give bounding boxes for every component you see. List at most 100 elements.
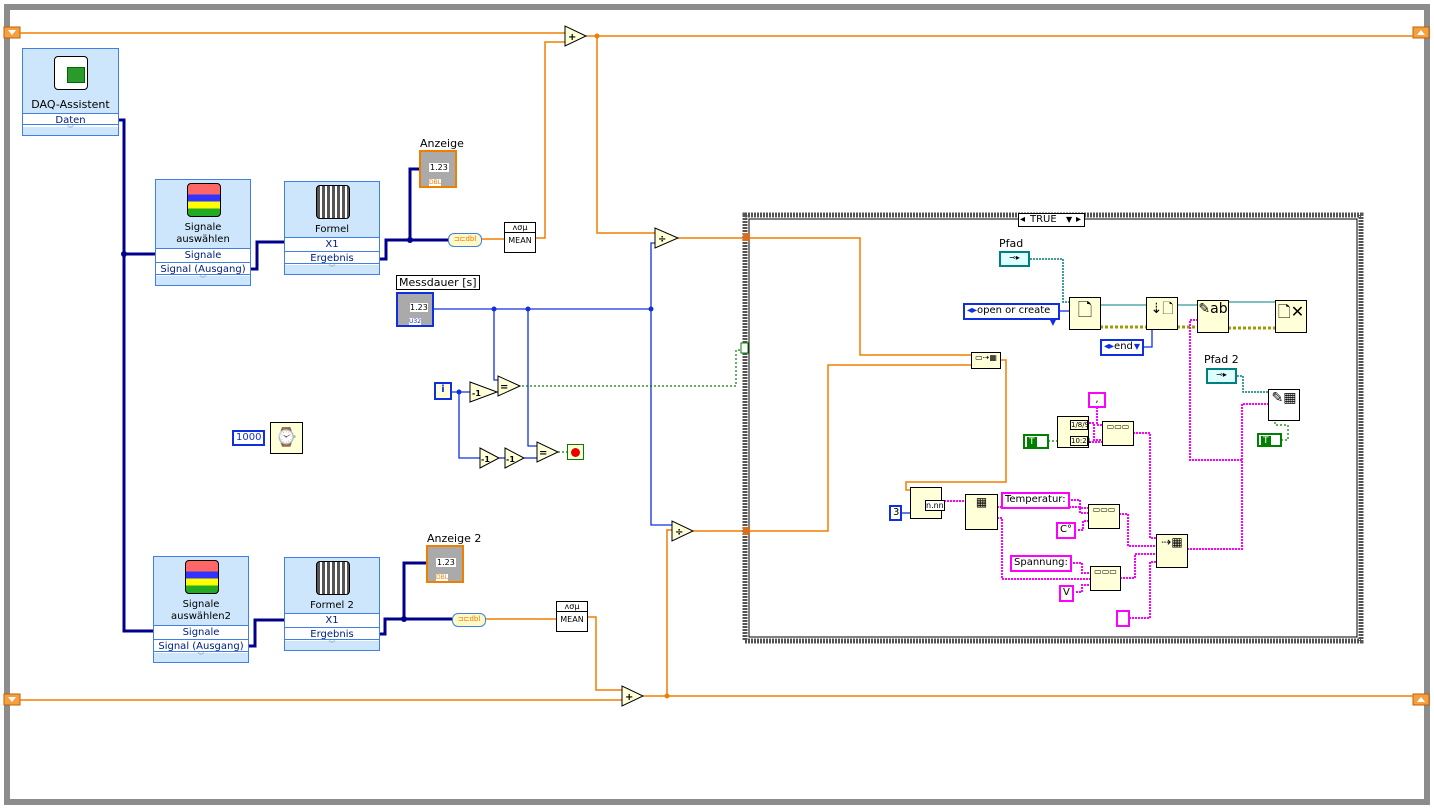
build-array-icon: ▭⇢▦ <box>975 353 997 362</box>
index-array-node[interactable]: ▦ <box>965 494 998 530</box>
case-next-arrow[interactable]: ▸ <box>1076 214 1082 225</box>
number-to-fractional-string-node[interactable]: n.nn <box>910 487 945 519</box>
shift-register-bottom-left[interactable] <box>3 693 21 706</box>
anzeige-2-indicator[interactable]: 1.23 DBL <box>426 545 464 583</box>
pfad-label: Pfad <box>999 237 1024 250</box>
volt-unit-constant[interactable]: V <box>1059 585 1074 602</box>
shift-register-top-left[interactable] <box>3 26 21 39</box>
build-array-node-1[interactable]: ▭⇢▦ <box>971 352 1001 369</box>
empty-string-constant[interactable] <box>1116 610 1130 627</box>
select-signals-icon <box>187 183 221 217</box>
select-signals-icon <box>185 560 219 594</box>
wait-ms-constant[interactable]: 1000 <box>232 430 266 446</box>
write-text-file-node[interactable]: ✎ab <box>1197 300 1229 333</box>
iteration-terminal: i <box>434 382 452 400</box>
add-node-top <box>564 25 588 47</box>
expand-chevron-icon[interactable]: ︾ <box>23 124 118 135</box>
daq-output-daten[interactable]: Daten <box>23 113 118 127</box>
spannung-constant[interactable]: Spannung: <box>1010 555 1072 572</box>
formula-2-output-ergebnis[interactable]: Ergebnis <box>285 627 379 641</box>
open-mode-constant[interactable]: ◂▸open or create▼ <box>963 303 1060 327</box>
time-format: 10:21 <box>1070 436 1092 446</box>
convert-from-dynamic-2-icon[interactable]: ⊐⊏dbl <box>452 613 486 627</box>
chevron-down-icon[interactable]: ▼ <box>1066 215 1073 224</box>
case-selector[interactable]: ◂ TRUE ▼ ▸ <box>1018 213 1085 227</box>
formula-2-input-x1[interactable]: X1 <box>285 613 379 627</box>
stop-terminal[interactable] <box>567 444 584 460</box>
true-constant-2[interactable]: T <box>1257 433 1282 447</box>
set-file-position-node[interactable]: ⇣🗋 <box>1146 297 1178 330</box>
close-file-node[interactable]: 🗋✕ <box>1275 300 1307 333</box>
open-create-file-node[interactable]: 🗋 <box>1069 297 1101 330</box>
primitive-symbols: + + ÷ ÷ -1 = -1 -1 = <box>472 32 683 703</box>
date-format: 1/8/9 <box>1070 420 1090 430</box>
svg-text:-1: -1 <box>506 455 515 464</box>
position-value: end <box>1114 341 1133 352</box>
write-file-icon: ✎ab <box>1198 301 1228 317</box>
case-structure[interactable] <box>740 212 1364 644</box>
true-value: T <box>1027 437 1037 447</box>
decrement-node-1 <box>469 381 499 403</box>
case-selector-terminal <box>740 342 749 354</box>
precision-constant[interactable]: 3 <box>889 505 902 521</box>
select-signals-2-input[interactable]: Signale <box>154 625 248 639</box>
mean-2-node[interactable]: ᴧσμ MEAN <box>556 601 588 632</box>
concatenate-strings-node-3[interactable]: ▭▭▭ <box>1090 566 1121 591</box>
stop-icon <box>571 448 580 457</box>
path-icon: ⊸▸ <box>1216 370 1227 379</box>
true-value: T <box>1261 436 1271 446</box>
date-time-string-node[interactable]: 1/8/9 10:21 <box>1057 416 1092 448</box>
daq-title: DAQ-Assistent <box>31 98 110 111</box>
expand-chevron-icon[interactable]: ︾ <box>285 263 379 274</box>
select-signals-output[interactable]: Signal (Ausgang) <box>156 262 250 276</box>
formula-title: Formel <box>314 224 350 235</box>
shift-register-bottom-right[interactable] <box>1412 693 1430 706</box>
select-signals-2-title-2: auswählen2 <box>171 611 231 622</box>
select-signals-2-node[interactable]: Signale auswählen2 Signale Signal (Ausga… <box>153 556 249 663</box>
while-loop-frame[interactable] <box>4 4 1430 805</box>
expand-chevron-icon[interactable]: ︾ <box>156 274 250 285</box>
case-prev-arrow[interactable]: ◂ <box>1020 214 1026 225</box>
formula-input-x1[interactable]: X1 <box>285 237 379 251</box>
refnum-wires <box>1100 301 1275 306</box>
expand-chevron-icon[interactable]: ︾ <box>285 639 379 650</box>
pfad-2-control[interactable]: ⊸▸ <box>1206 368 1237 384</box>
position-mode-constant[interactable]: ◂▸end▼ <box>1100 339 1144 356</box>
anzeige-indicator[interactable]: 1.23 DBL <box>419 150 457 188</box>
spreadsheet-icon: ✎▦ <box>1271 390 1297 406</box>
write-spreadsheet-node[interactable]: ✎▦ <box>1268 389 1300 421</box>
new-file-icon: 🗋 <box>1077 300 1093 321</box>
true-constant-1[interactable]: T <box>1023 434 1049 449</box>
formula-node[interactable]: Formel X1 Ergebnis ︾ <box>284 181 380 275</box>
temperatur-constant[interactable]: Temperatur: <box>1001 492 1070 509</box>
formula-output-ergebnis[interactable]: Ergebnis <box>285 251 379 265</box>
select-signals-input[interactable]: Signale <box>156 248 250 262</box>
stopwatch-icon: ⌚ <box>275 427 298 448</box>
shift-register-top-right[interactable] <box>1412 26 1430 39</box>
chevron-down-icon: ▼ <box>1133 342 1140 351</box>
select-signals-2-output[interactable]: Signal (Ausgang) <box>154 639 248 653</box>
mean-node[interactable]: ᴧσμ MEAN <box>504 222 536 253</box>
formula-2-node[interactable]: Formel 2 X1 Ergebnis ︾ <box>284 557 380 651</box>
concatenate-strings-node-1[interactable]: ▭▭▭ <box>1102 421 1134 446</box>
case-tunnel-top <box>743 233 750 241</box>
convert-from-dynamic-icon[interactable]: ⊐⊏dbl <box>448 233 482 247</box>
svg-text:-1: -1 <box>472 389 481 398</box>
concatenate-strings-node-2[interactable]: ▭▭▭ <box>1088 504 1120 529</box>
divide-node-top <box>654 227 680 249</box>
mean-2-label: MEAN <box>560 615 584 624</box>
separator-constant[interactable]: , <box>1088 392 1106 408</box>
pfad-control[interactable]: ⊸▸ <box>999 251 1030 267</box>
index-array-icon: ▦ <box>975 495 988 509</box>
daq-assistant-node[interactable]: DAQ-Assistent Daten ︾ <box>22 48 119 136</box>
add-node-bottom <box>621 685 645 707</box>
wait-ms-node[interactable]: ⌚ <box>270 422 303 454</box>
svg-text:÷: ÷ <box>675 527 683 538</box>
select-signals-node[interactable]: Signale auswählen Signale Signal (Ausgan… <box>155 179 251 286</box>
calculator-icon <box>316 185 350 219</box>
pfad-2-label: Pfad 2 <box>1204 353 1239 366</box>
messdauer-control[interactable]: 1.23 U32 <box>396 292 434 327</box>
temp-unit-constant[interactable]: C° <box>1056 522 1076 539</box>
build-array-node-2[interactable]: ⇢▦ <box>1156 534 1188 568</box>
expand-chevron-icon[interactable]: ︾ <box>154 651 248 662</box>
